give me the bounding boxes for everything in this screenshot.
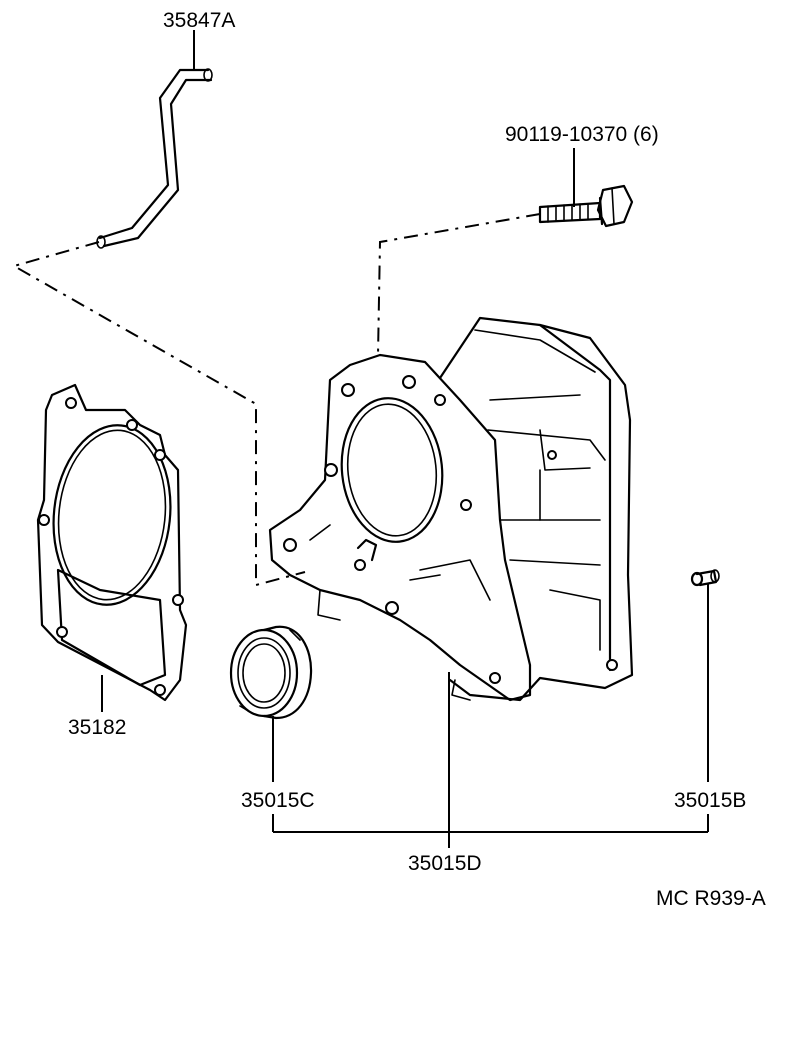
gasket bbox=[36, 383, 188, 702]
gasket-part-number: 35182 bbox=[68, 716, 126, 739]
assembly-lines bbox=[11, 213, 541, 587]
diagram-code: MC R939-A bbox=[656, 887, 766, 910]
straight-pin bbox=[690, 569, 720, 587]
flange-bolt bbox=[538, 184, 634, 228]
bolt-part-number: 90119-10370 (6) bbox=[505, 123, 659, 146]
pipe-part-number: 35847A bbox=[163, 9, 235, 32]
extension-housing bbox=[268, 316, 634, 702]
housing-part-number: 35015D bbox=[408, 852, 482, 875]
breather-pipe bbox=[96, 68, 213, 249]
oil-seal-part-number: 35015C bbox=[241, 789, 315, 812]
leader-lines bbox=[101, 30, 709, 848]
pin-part-number: 35015B bbox=[674, 789, 746, 812]
oil-seal bbox=[229, 625, 313, 720]
